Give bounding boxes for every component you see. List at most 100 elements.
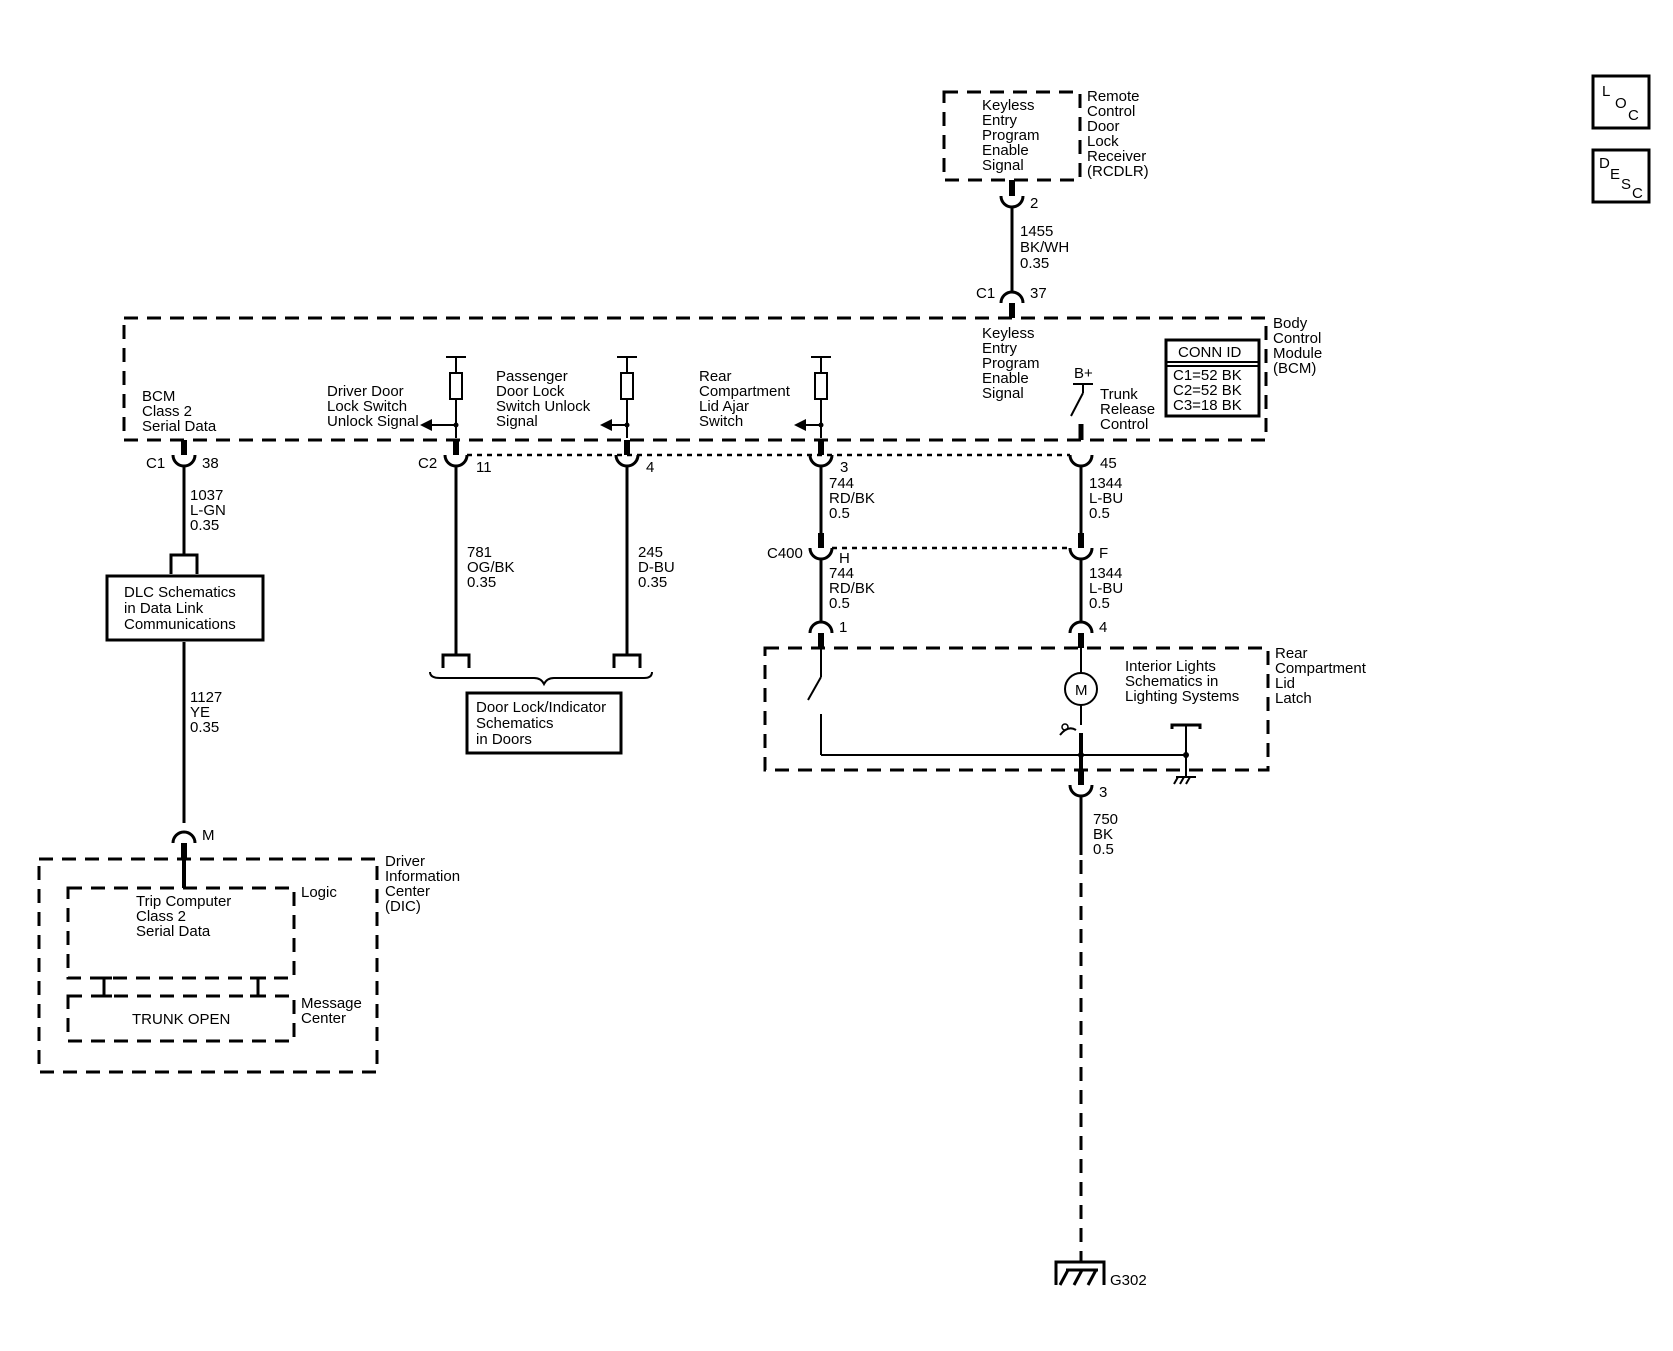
rcdlr-signal-label: Keyless Entry Program Enable Signal (982, 97, 1040, 174)
wire-750-label: 750 BK 0.5 (1093, 811, 1118, 858)
bcm-pin-11: 11 (476, 459, 492, 476)
desc-letter-s: S (1621, 176, 1631, 193)
door-connector-passenger (612, 653, 642, 668)
svg-text:Lock Switch: Lock Switch (327, 398, 407, 415)
svg-text:Keyless: Keyless (982, 325, 1035, 342)
svg-text:Serial Data: Serial Data (142, 418, 217, 435)
driver-unlock-signal-label: Driver Door Lock Switch Unlock Signal (327, 383, 419, 430)
svg-text:L-BU: L-BU (1089, 580, 1123, 597)
dic-logic-box (66, 886, 296, 980)
svg-text:0.35: 0.35 (1020, 255, 1049, 272)
svg-text:Body: Body (1273, 315, 1308, 332)
latch-pin-1-connector: 1 (808, 619, 847, 648)
c400-connector: C400 H F (767, 533, 1108, 567)
svg-text:750: 750 (1093, 811, 1118, 828)
svg-text:in Doors: in Doors (476, 731, 532, 748)
dic-module: Driver Information Center (DIC) Trip Com… (37, 853, 460, 1074)
loc-letter-l: L (1602, 83, 1610, 100)
svg-text:Compartment: Compartment (1275, 660, 1367, 677)
latch-pin-4: 4 (1099, 619, 1107, 636)
message-center-label: Message Center (301, 995, 362, 1027)
conn-id-title: CONN ID (1178, 344, 1242, 361)
svg-text:Message: Message (301, 995, 362, 1012)
wire-1344-upper-label: 1344 L-BU 0.5 (1089, 475, 1123, 522)
lid-ajar-signal-arrow-icon (794, 419, 806, 431)
svg-text:1344: 1344 (1089, 565, 1122, 582)
trip-computer-label: Trip Computer Class 2 Serial Data (136, 893, 231, 940)
ground-g302-icon (1054, 1260, 1106, 1286)
lid-ajar-switch-label: Rear Compartment Lid Ajar Switch (699, 368, 791, 430)
c400-pin-f: F (1099, 545, 1108, 562)
svg-text:Schematics in: Schematics in (1125, 673, 1218, 690)
svg-text:L-BU: L-BU (1089, 490, 1123, 507)
svg-text:(BCM): (BCM) (1273, 360, 1316, 377)
svg-text:RD/BK: RD/BK (829, 490, 875, 507)
bcm-keyless-signal-label: Keyless Entry Program Enable Signal (982, 325, 1040, 402)
svg-text:0.5: 0.5 (1089, 595, 1110, 612)
svg-text:Release: Release (1100, 401, 1155, 418)
rcdlr-module: Keyless Entry Program Enable Signal Remo… (942, 88, 1149, 182)
loc-letter-c: C (1628, 107, 1639, 124)
wire-1344-lower-label: 1344 L-BU 0.5 (1089, 565, 1123, 612)
svg-text:744: 744 (829, 565, 854, 582)
svg-text:0.35: 0.35 (467, 574, 496, 591)
svg-text:Compartment: Compartment (699, 383, 791, 400)
loc-button[interactable]: L O C (1591, 74, 1651, 130)
wire-781-label: 781 OG/BK 0.35 (467, 544, 515, 591)
svg-text:D-BU: D-BU (638, 559, 675, 576)
svg-text:Enable: Enable (982, 142, 1029, 159)
svg-text:Program: Program (982, 127, 1040, 144)
dic-message-box (66, 994, 296, 1043)
latch-pin-4-connector: 4 (1068, 619, 1107, 648)
passenger-unlock-signal-label: Passenger Door Lock Switch Unlock Signal (496, 368, 591, 430)
bcm-module: Body Control Module (BCM) Keyless Entry … (122, 315, 1322, 442)
trunk-open-message: TRUNK OPEN (132, 1011, 230, 1028)
svg-text:Switch Unlock: Switch Unlock (496, 398, 591, 415)
wire-1037-label: 1037 L-GN 0.35 (190, 487, 226, 534)
svg-text:Trip Computer: Trip Computer (136, 893, 231, 910)
svg-text:BK/WH: BK/WH (1020, 239, 1069, 256)
svg-text:Rear: Rear (1275, 645, 1308, 662)
lid-ajar-pullup-resistor (794, 356, 831, 438)
svg-text:1455: 1455 (1020, 223, 1053, 240)
interior-lights-label: Interior Lights Schematics in Lighting S… (1125, 658, 1239, 705)
svg-text:Passenger: Passenger (496, 368, 568, 385)
bplus-label: B+ (1074, 365, 1093, 382)
svg-text:Communications: Communications (124, 616, 236, 633)
driver-signal-arrow-icon (420, 419, 432, 431)
svg-text:Control: Control (1087, 103, 1135, 120)
dlc-schematics-box[interactable]: DLC Schematics in Data Link Communicatio… (105, 574, 265, 642)
latch-pin-3: 3 (1099, 784, 1107, 801)
door-lock-schematics-box[interactable]: Door Lock/Indicator Schematics in Doors (465, 691, 623, 755)
wire-744-upper-label: 744 RD/BK 0.5 (829, 475, 875, 522)
wire-744-lower-label: 744 RD/BK 0.5 (829, 565, 875, 612)
rcdlr-pin-2: 2 (1030, 195, 1038, 212)
bcm-pin-37: 37 (1030, 285, 1047, 302)
bcm-pin-4: 4 (646, 459, 654, 476)
svg-text:YE: YE (190, 704, 210, 721)
dic-name-label: Driver Information Center (DIC) (385, 853, 460, 915)
conn-id-row-c2: C2=52 BK (1173, 382, 1242, 399)
motor-label: M (1075, 682, 1088, 699)
svg-text:Driver: Driver (385, 853, 425, 870)
svg-text:Entry: Entry (982, 112, 1018, 129)
svg-text:Serial Data: Serial Data (136, 923, 211, 940)
svg-text:Schematics: Schematics (476, 715, 554, 732)
svg-text:Entry: Entry (982, 340, 1018, 357)
svg-text:Lighting Systems: Lighting Systems (1125, 688, 1239, 705)
bcm-c2-pin-3-connector: 3 (808, 440, 848, 476)
bcm-c2-label: C2 (418, 455, 437, 472)
bcm-serial-data-label: BCM Class 2 Serial Data (142, 388, 217, 435)
svg-text:Signal: Signal (496, 413, 538, 430)
trunk-release-control-label: Trunk Release Control (1100, 386, 1155, 433)
svg-text:0.35: 0.35 (190, 517, 219, 534)
svg-text:Driver Door: Driver Door (327, 383, 404, 400)
desc-button[interactable]: D E S C (1591, 148, 1651, 204)
latch-motor-switch (1059, 723, 1084, 770)
c400-pin-h: H (839, 550, 850, 567)
desc-letter-e: E (1610, 166, 1620, 183)
svg-text:(DIC): (DIC) (385, 898, 421, 915)
rcdlr-connector-pin-2: 2 (999, 180, 1038, 212)
svg-text:BK: BK (1093, 826, 1113, 843)
